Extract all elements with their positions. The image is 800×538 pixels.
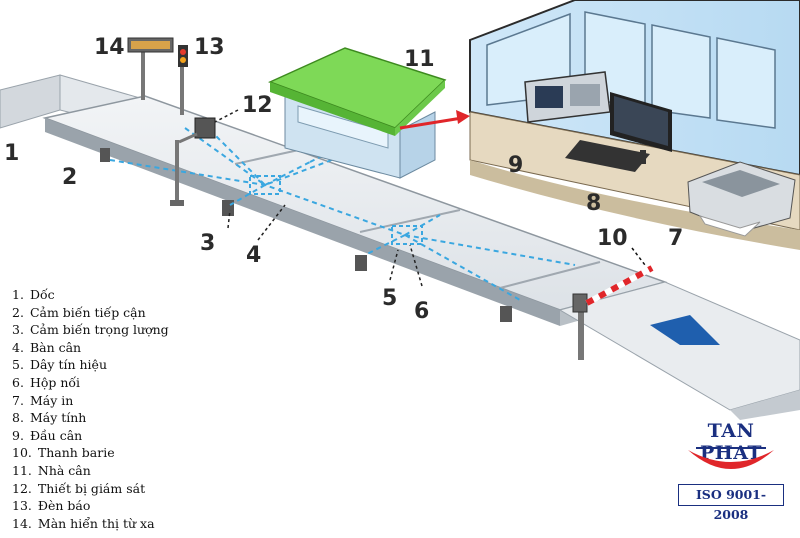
traffic-light (178, 45, 188, 115)
iso-badge: ISO 9001-2008 (678, 484, 784, 522)
legend-item: 10.Thanh barie (12, 445, 115, 461)
callout-12: 12 (242, 93, 273, 118)
legend-item: 1.Dốc (12, 287, 55, 302)
legend-item: 6.Hộp nối (12, 374, 81, 390)
logo-swoosh-icon (688, 447, 774, 469)
callout-2: 2 (62, 165, 77, 190)
legend-list: 1.Dốc 2.Cảm biến tiếp cận 3.Cảm biến trọ… (12, 286, 169, 532)
legend-item: 2.Cảm biến tiếp cận (12, 304, 146, 320)
legend-item: 11.Nhà cân (12, 462, 91, 478)
legend-item: 3.Cảm biến trọng lượng (12, 322, 169, 338)
callout-7: 7 (668, 226, 683, 251)
callout-3: 3 (200, 231, 215, 256)
callout-9: 9 (508, 153, 523, 178)
junction-box (249, 175, 281, 195)
callout-4: 4 (246, 243, 261, 268)
legend-item: 8.Máy tính (12, 410, 87, 426)
legend-item: 14.Màn hiển thị từ xa (12, 515, 155, 531)
callout-14: 14 (94, 35, 125, 60)
weighing-house (268, 47, 447, 179)
callout-13: 13 (194, 35, 225, 60)
legend-item: 13.Đèn báo (12, 498, 91, 514)
surveillance-device (170, 117, 216, 206)
legend-item: 7.Máy in (12, 392, 74, 408)
legend-item: 5.Dây tín hiệu (12, 357, 107, 373)
callout-5: 5 (382, 286, 397, 311)
callout-6: 6 (414, 299, 429, 324)
callout-1: 1 (4, 141, 19, 166)
barrier-gate (572, 247, 654, 360)
remote-display (127, 37, 174, 100)
junction-box (391, 225, 423, 245)
tan-phat-logo: TAN PHAT ISO 9001-2008 (676, 420, 786, 522)
callout-11: 11 (404, 47, 435, 72)
legend-item: 9.Đầu cân (12, 427, 83, 443)
computer (565, 92, 672, 172)
direction-arrow-icon (650, 315, 720, 345)
callout-10: 10 (597, 226, 628, 251)
legend-item: 12.Thiết bị giám sát (12, 480, 146, 496)
printer (687, 161, 796, 237)
callout-8: 8 (586, 191, 601, 216)
legend-item: 4.Bàn cân (12, 339, 82, 355)
